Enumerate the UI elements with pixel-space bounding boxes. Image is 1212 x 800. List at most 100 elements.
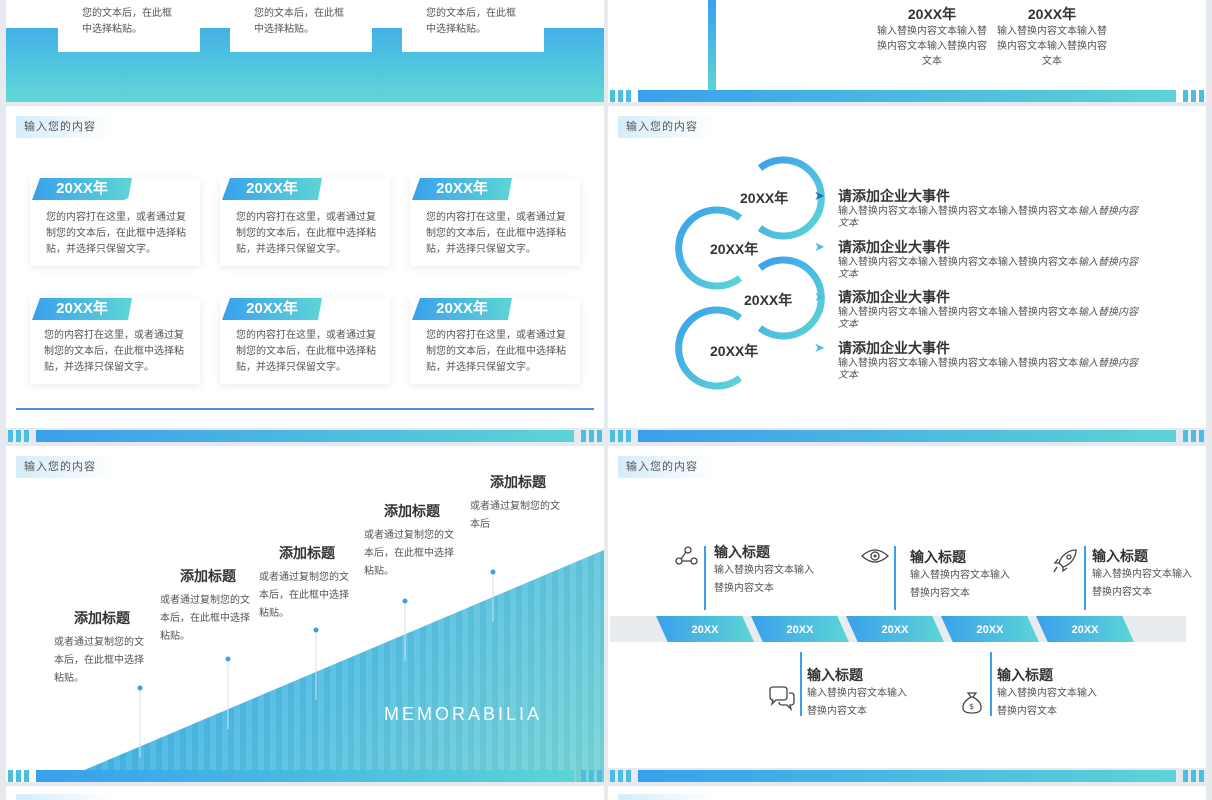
year-label: 20XX [691, 624, 719, 636]
year-label: 20XX年 [246, 300, 298, 317]
step-block: 添加标题 或者通过复制您的文本后，在此框中选择粘贴。 [259, 543, 355, 623]
slide-mid-left: 输入您的内容 您的内容打在这里，或者通过复制您的文本后，在此框中选择粘贴，并选择… [6, 106, 604, 428]
step-text: 或者通过复制您的文本后 [470, 501, 560, 530]
slide-top-left: 您的文本后，在此框 中选择粘贴。 您的文本后，在此框 中选择粘贴。 您的文本后，… [6, 0, 604, 102]
card-text: 您的内容打在这里，或者通过复制您的文本后，在此框中选择粘贴，并选择只保留文字。 [236, 330, 376, 373]
timeline-item: 输入标题 输入替换内容文本输入替换内容文本 [714, 542, 814, 598]
step-block: 添加标题 或者通过复制您的文本后，在此框中选择粘贴。 [364, 501, 460, 581]
year-label: 20XX [976, 624, 1004, 636]
item-title: 输入标题 [714, 544, 770, 560]
ring-year: 20XX年 [710, 343, 759, 359]
year-block: 20XX年 输入替换内容文本输入替换内容文本输入替换内容文本 [876, 4, 988, 69]
event-item: ➤ 请添加企业大事件 输入替换内容文本输入替换内容文本输入替换内容文本输入替换内… [814, 186, 1144, 230]
event-title: 请添加企业大事件 [838, 340, 950, 356]
item-text: 输入替换内容文本输入替换内容文本 [807, 688, 907, 717]
item-title: 输入标题 [1092, 548, 1148, 564]
timeline-item: 输入标题 输入替换内容文本输入替换内容文本 [1092, 546, 1192, 602]
network-icon [675, 546, 698, 565]
vertical-pin [990, 652, 992, 716]
year-label: 20XX [881, 624, 909, 636]
box-text: 您的文本后，在此框 [82, 8, 172, 19]
chevron-right-icon: ➤ [814, 188, 825, 203]
step-title: 添加标题 [384, 503, 440, 519]
box-text: 中选择粘贴。 [82, 24, 142, 35]
item-title: 输入标题 [997, 667, 1053, 683]
event-item: ➤ 请添加企业大事件 输入替换内容文本输入替换内容文本输入替换内容文本输入替换内… [814, 287, 1144, 331]
step-text: 或者通过复制您的文本后，在此框中选择粘贴。 [160, 595, 250, 642]
ring-year: 20XX年 [740, 190, 789, 206]
separator-bar [6, 430, 604, 442]
year-arrow: 20XX [1036, 616, 1134, 642]
item-text: 输入替换内容文本输入替换内容文本 [910, 570, 1010, 599]
box-text: 您的文本后，在此框 [254, 8, 344, 19]
step-text: 或者通过复制您的文本后，在此框中选择粘贴。 [54, 637, 144, 684]
step-text: 或者通过复制您的文本后，在此框中选择粘贴。 [364, 530, 454, 577]
step-block: 添加标题 或者通过复制您的文本后 [470, 472, 566, 534]
step-text: 或者通过复制您的文本后，在此框中选择粘贴。 [259, 572, 349, 619]
year-pill: 20XX年 [412, 298, 512, 320]
ring-year: 20XX年 [710, 241, 759, 257]
year-text: 输入替换内容文本输入替换内容文本输入替换内容文本 [997, 26, 1107, 67]
card-text: 您的内容打在这里，或者通过复制您的文本后，在此框中选择粘贴，并选择只保留文字。 [46, 212, 186, 255]
item-text: 输入替换内容文本输入替换内容文本 [1092, 569, 1192, 598]
rocket-icon [1053, 549, 1077, 573]
box-text: 中选择粘贴。 [254, 24, 314, 35]
timeline-pins [137, 569, 496, 758]
year-pill: 20XX年 [222, 298, 322, 320]
separator-bar [608, 770, 1206, 782]
card-text: 您的内容打在这里，或者通过复制您的文本后，在此框中选择粘贴，并选择只保留文字。 [426, 330, 566, 373]
event-title: 请添加企业大事件 [838, 188, 950, 204]
timeline-item: 输入标题 输入替换内容文本输入替换内容文本 [807, 665, 907, 721]
event-item: ➤ 请添加企业大事件 输入替换内容文本输入替换内容文本输入替换内容文本输入替换内… [814, 338, 1144, 382]
ring-year: 20XX年 [744, 292, 793, 308]
year-pill: 20XX年 [32, 178, 132, 200]
section-tag: 输入您的内容 [618, 456, 716, 478]
vertical-pin [800, 652, 802, 716]
slide-bottom-left: 输入您的内容 MEMORABILIA 添加标题 或者通过复制您的文本后，在此框中… [6, 446, 604, 782]
step-title: 添加标题 [74, 610, 130, 626]
card-text: 您的内容打在这里，或者通过复制您的文本后，在此框中选择粘贴，并选择只保留文字。 [44, 330, 184, 373]
step-block: 添加标题 或者通过复制您的文本后，在此框中选择粘贴。 [160, 566, 256, 646]
ring-chain-icon [675, 156, 825, 390]
event-italic: 输入替换内容文本 [838, 257, 1138, 280]
item-title: 输入标题 [910, 549, 966, 565]
vertical-line [708, 0, 716, 90]
svg-text:$: $ [969, 702, 974, 711]
year-arrow: 20XX [656, 616, 754, 642]
brand-text: MEMORABILIA [384, 704, 543, 724]
year-label: 20XX [1071, 624, 1099, 636]
separator-bar [608, 430, 1206, 442]
event-text: 输入替换内容文本输入替换内容文本输入替换内容文本 [838, 307, 1078, 318]
year-label: 20XX年 [1027, 6, 1077, 22]
slide-top-right: 20XX年 输入替换内容文本输入替换内容文本输入替换内容文本 20XX年 输入替… [608, 0, 1206, 102]
year-label: 20XX [786, 624, 814, 636]
year-label: 20XX年 [907, 6, 957, 22]
event-italic: 输入替换内容文本 [838, 358, 1138, 381]
year-label: 20XX年 [436, 300, 488, 317]
item-text: 输入替换内容文本输入替换内容文本 [997, 688, 1097, 717]
step-title: 添加标题 [490, 474, 546, 490]
footer-bar [608, 90, 1206, 102]
event-italic: 输入替换内容文本 [838, 206, 1138, 229]
chat-icon [769, 686, 795, 712]
divider-line [16, 408, 594, 410]
year-arrow: 20XX [941, 616, 1039, 642]
vertical-pin [894, 546, 896, 610]
event-text: 输入替换内容文本输入替换内容文本输入替换内容文本 [838, 257, 1078, 268]
chevron-right-icon: ➤ [814, 289, 825, 304]
text-box: 您的文本后，在此框 中选择粘贴。 [58, 0, 200, 52]
box-text: 中选择粘贴。 [426, 24, 486, 35]
slide-mid-right: 输入您的内容 20XX年 20XX年 20XX年 20XX年 ➤ 请添加企业大事… [608, 106, 1206, 428]
step-title: 添加标题 [180, 568, 236, 584]
event-text: 输入替换内容文本输入替换内容文本输入替换内容文本 [838, 358, 1078, 369]
step-block: 添加标题 或者通过复制您的文本后，在此框中选择粘贴。 [54, 608, 150, 688]
year-arrow: 20XX [846, 616, 944, 642]
vertical-pin [704, 546, 706, 610]
slide-next-right [608, 786, 1206, 800]
timeline-item: 输入标题 输入替换内容文本输入替换内容文本 [997, 665, 1097, 721]
text-box: 您的文本后，在此框 中选择粘贴。 [230, 0, 372, 52]
section-tag: 输入您的内容 [16, 456, 114, 478]
year-pill: 20XX年 [32, 298, 132, 320]
step-title: 添加标题 [279, 545, 335, 561]
card-text: 您的内容打在这里，或者通过复制您的文本后，在此框中选择粘贴，并选择只保留文字。 [236, 212, 376, 255]
